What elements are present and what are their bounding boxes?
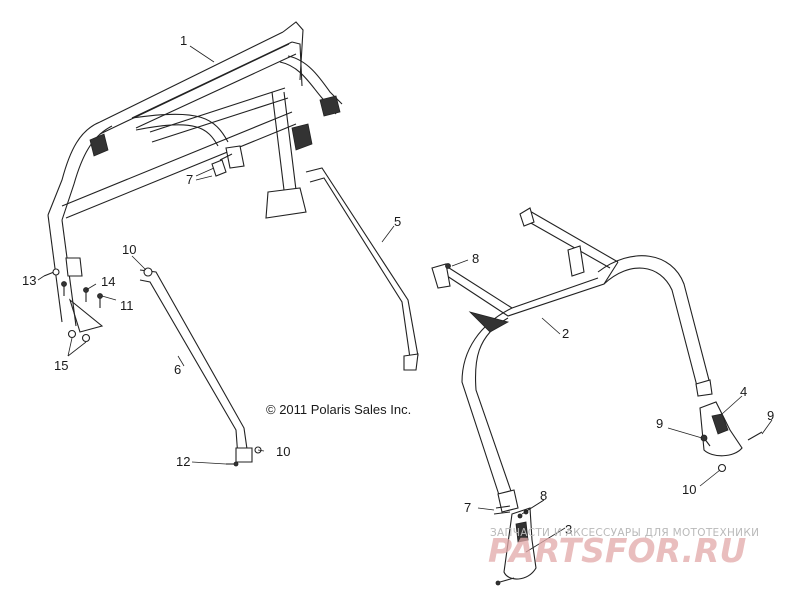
callout-10-middle: 10 [276, 444, 290, 459]
callout-10-right: 10 [682, 482, 696, 497]
callout-7-lower: 7 [464, 500, 471, 515]
callout-8-lower: 8 [540, 488, 547, 503]
leader-lines [37, 45, 773, 553]
callout-8-upper: 8 [472, 251, 479, 266]
callout-1: 1 [180, 33, 187, 48]
callout-12: 12 [176, 454, 190, 469]
callout-labels: 1 2 3 4 5 6 7 7 8 8 9 9 10 10 10 11 12 1… [22, 33, 774, 537]
callout-5: 5 [394, 214, 401, 229]
callout-7-upper: 7 [186, 172, 193, 187]
callout-9-left: 9 [656, 416, 663, 431]
callout-11: 11 [120, 298, 134, 313]
callout-2: 2 [562, 326, 569, 341]
part-4-foot-bracket-right [699, 401, 743, 457]
callout-13: 13 [22, 273, 36, 288]
callout-6: 6 [174, 362, 181, 377]
part-5-side-bar [305, 167, 419, 371]
part-6-lower-side-bar [139, 267, 253, 463]
watermark-tagline: ЗАПЧАСТИ И АКСЕССУАРЫ ДЛЯ МОТОТЕХНИКИ [490, 527, 759, 539]
gusset [291, 123, 313, 151]
watermark-logo: ЗАПЧАСТИ И АКСЕССУАРЫ ДЛЯ МОТОТЕХНИКИ PA… [488, 527, 759, 570]
copyright-notice: © 2011 Polaris Sales Inc. [266, 402, 411, 417]
clamp-part-1 [225, 145, 245, 169]
watermark-brand: PARTSFOR.RU [488, 531, 746, 570]
callout-4: 4 [740, 384, 747, 399]
fasteners [43, 153, 763, 586]
callout-15: 15 [54, 358, 68, 373]
leg-bracket [65, 257, 83, 277]
mount-block [319, 95, 341, 117]
part-2-front-roll-cage [431, 207, 713, 513]
callout-10-upper: 10 [122, 242, 136, 257]
part-1-rear-roll-cage [47, 21, 343, 333]
part-3-foot-bracket-left [503, 507, 537, 580]
callout-3: 3 [565, 522, 572, 537]
base-plate [265, 187, 307, 219]
callout-9-right: 9 [767, 408, 774, 423]
callout-14: 14 [101, 274, 115, 289]
